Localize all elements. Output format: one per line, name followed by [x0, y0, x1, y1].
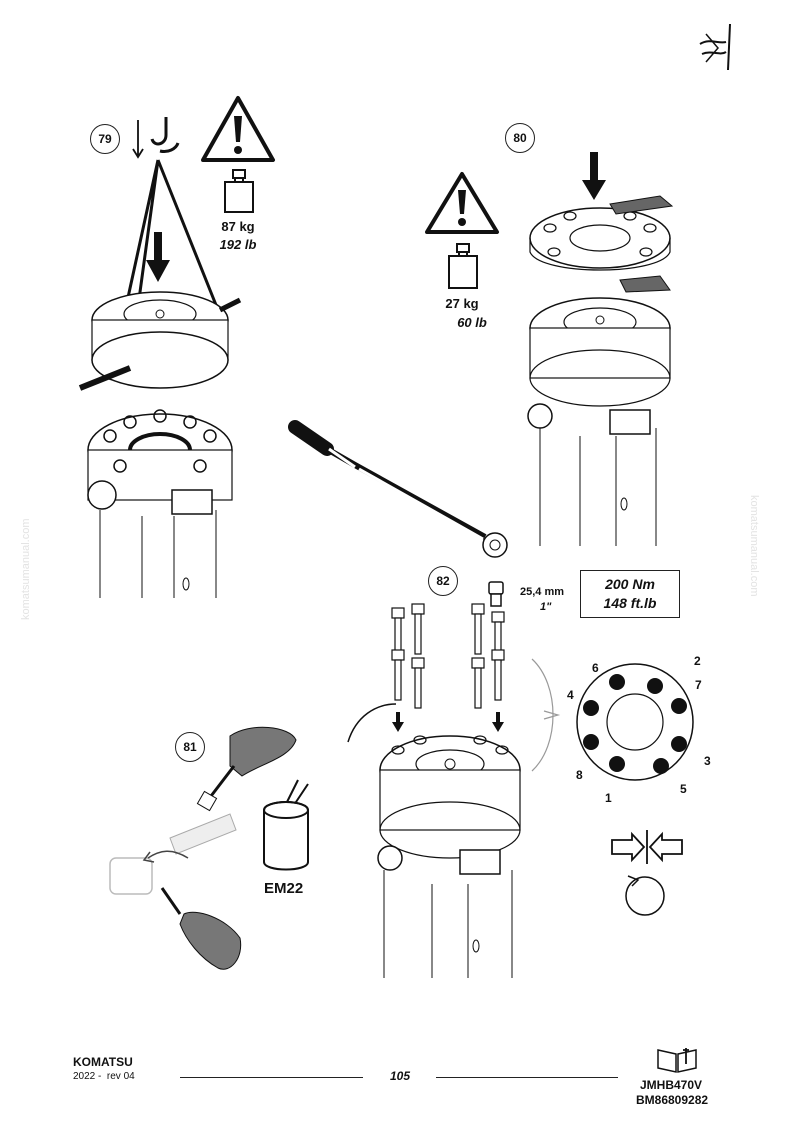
sequence-number: 4: [567, 688, 574, 702]
manual-icon: [657, 1048, 697, 1073]
sequence-number: 5: [680, 782, 687, 796]
tightening-pattern-diagram: [576, 663, 694, 781]
torque-wrench-icon: [288, 420, 508, 558]
weight-icon: [224, 169, 254, 213]
step-81-number: 81: [175, 732, 205, 762]
sequence-number: 8: [576, 768, 583, 782]
sequence-number: 6: [592, 661, 599, 675]
sequence-number: 2: [694, 654, 701, 668]
callout-bracket: [531, 658, 561, 772]
step-80-weight-lb: 60 lb: [457, 315, 487, 330]
watermark-right: komatsumanual.com: [748, 495, 760, 597]
socket-size-mm: 25,4 mm: [520, 586, 565, 598]
step-80-number: 80: [505, 123, 535, 153]
step-80-flange-drawing: [527, 152, 674, 546]
product-code: EM22: [264, 880, 304, 897]
step-79-number: 79: [90, 124, 120, 154]
step-79-lifting-drawing: [78, 159, 242, 598]
step-82-number: 82: [428, 566, 458, 596]
socket-size-inch: 1": [540, 601, 552, 613]
footer-rule-right: [436, 1077, 618, 1078]
footer-model: JMHB470V: [640, 1078, 703, 1092]
socket-icon: [488, 581, 504, 607]
weight-icon: [448, 243, 478, 289]
warning-icon: [201, 96, 275, 162]
tighten-icon: [611, 830, 683, 864]
watermark-left: komatsumanual.com: [20, 518, 32, 621]
chapter-icon: [699, 23, 731, 71]
footer-doc-code: BM86809282: [636, 1093, 709, 1107]
rotation-icon: [625, 875, 665, 916]
paint-can-icon: [263, 779, 309, 871]
step-79-weight-kg: 87 kg: [221, 219, 255, 234]
hook-icon: [132, 117, 180, 159]
footer-year-rev: 2022 - rev 04: [73, 1071, 135, 1082]
sequence-number: 7: [695, 678, 702, 692]
step-79-weight-lb: 192 lb: [219, 237, 257, 252]
footer-brand: KOMATSU: [73, 1055, 133, 1069]
torque-ftlb: 148 ft.lb: [603, 595, 657, 611]
torque-nm: 200 Nm: [605, 576, 655, 592]
brush-icon: [109, 726, 297, 970]
step-82-bolts-drawing: [347, 603, 521, 978]
warning-icon: [425, 172, 499, 234]
page-number: 105: [389, 1069, 411, 1083]
sequence-number: 1: [605, 791, 612, 805]
sequence-number: 3: [704, 754, 711, 768]
step-80-weight-kg: 27 kg: [445, 296, 479, 311]
footer-rule-left: [180, 1077, 363, 1078]
torque-spec-box: 200 Nm 148 ft.lb: [580, 570, 680, 618]
